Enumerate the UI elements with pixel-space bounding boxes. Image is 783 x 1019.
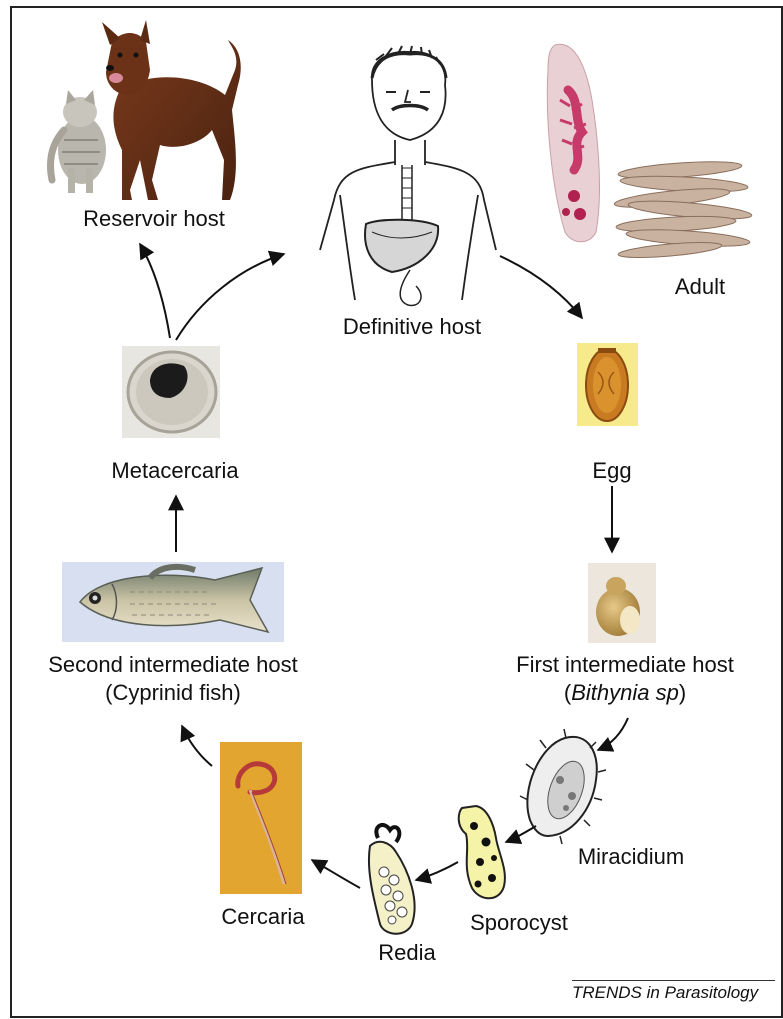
journal-credit: TRENDS in Parasitology bbox=[572, 983, 758, 1003]
adult-fluke-images bbox=[547, 44, 752, 260]
snail-image bbox=[588, 563, 656, 643]
fish-image bbox=[62, 562, 284, 642]
bithynia-species: Bithynia sp bbox=[571, 680, 679, 705]
metacercaria-image bbox=[122, 346, 220, 438]
arrow-definitive-to-egg bbox=[500, 256, 582, 318]
dog-illustration bbox=[102, 20, 241, 200]
arrow-metacercaria-to-reservoir bbox=[140, 244, 170, 338]
egg-image bbox=[577, 343, 638, 426]
label-miracidium: Miracidium bbox=[566, 844, 696, 870]
arrow-sporocyst-to-redia bbox=[416, 862, 458, 880]
reservoir-host-image bbox=[51, 20, 241, 200]
redia-illustration bbox=[369, 825, 415, 934]
cat-illustration bbox=[51, 90, 107, 193]
arrow-metacercaria-to-definitive bbox=[176, 254, 284, 340]
sporocyst-illustration bbox=[459, 806, 505, 898]
label-definitive-host: Definitive host bbox=[330, 314, 494, 340]
label-redia: Redia bbox=[364, 940, 450, 966]
label-cercaria: Cercaria bbox=[206, 904, 320, 930]
label-adult: Adult bbox=[660, 274, 740, 300]
label-first-intermediate-host-detail: (Bithynia sp) bbox=[550, 680, 700, 706]
label-second-intermediate-host-detail: (Cyprinid fish) bbox=[88, 680, 258, 706]
label-first-intermediate-host: First intermediate host bbox=[494, 652, 756, 678]
definitive-host-illustration bbox=[320, 46, 496, 305]
credit-rule bbox=[572, 980, 775, 981]
label-reservoir-host: Reservoir host bbox=[74, 206, 234, 232]
label-sporocyst: Sporocyst bbox=[456, 910, 582, 936]
arrow-cercaria-to-fish bbox=[182, 726, 212, 766]
label-second-intermediate-host: Second intermediate host bbox=[28, 652, 318, 678]
arrow-miracidium-to-sporocyst bbox=[506, 826, 536, 842]
arrow-redia-to-cercaria bbox=[312, 860, 360, 888]
label-metacercaria: Metacercaria bbox=[100, 458, 250, 484]
label-egg: Egg bbox=[580, 458, 644, 484]
arrow-snail-to-miracidium bbox=[598, 718, 628, 750]
cercaria-image bbox=[220, 742, 302, 894]
